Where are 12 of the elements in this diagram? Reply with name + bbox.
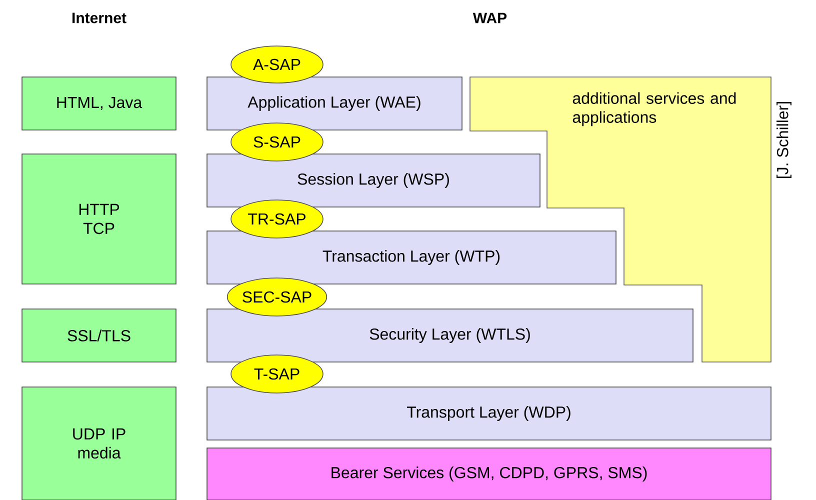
column-heading: Internet: [72, 12, 126, 24]
layer-box: Security Layer (WTLS): [206, 308, 694, 362]
layer-box: Application Layer (WAE): [206, 76, 462, 130]
layer-box: Transport Layer (WDP): [206, 386, 772, 440]
layer-box: Transaction Layer (WTP): [206, 230, 616, 284]
protocol-box: SSL/TLS: [22, 308, 176, 362]
column-heading: WAP: [472, 12, 507, 24]
protocol-box: UDP IP media: [22, 386, 176, 500]
protocol-box: HTTP TCP: [22, 154, 176, 284]
layer-box: Session Layer (WSP): [206, 154, 540, 208]
protocol-box: HTML, Java: [22, 76, 176, 130]
layer-box: Bearer Services (GSM, CDPD, GPRS, SMS): [206, 448, 772, 500]
